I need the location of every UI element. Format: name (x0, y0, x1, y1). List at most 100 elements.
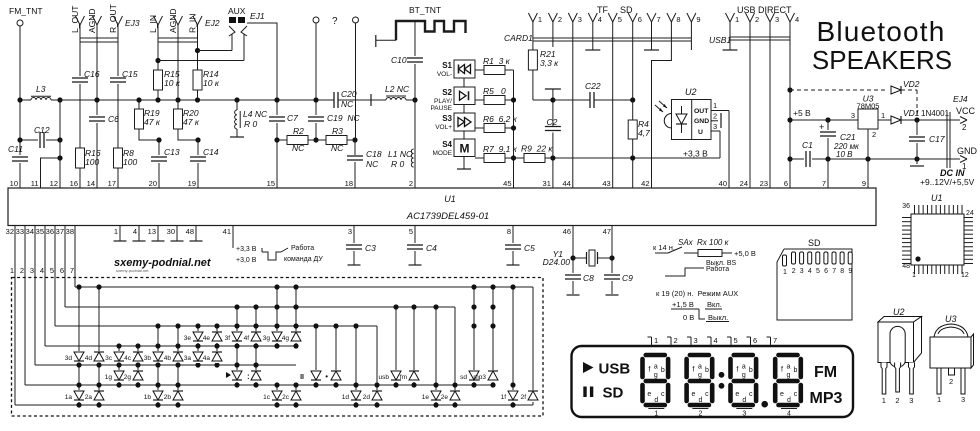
svg-text:3b: 3b (144, 355, 152, 362)
svg-text:2: 2 (698, 411, 702, 418)
svg-text:R7 9,1 к: R7 9,1 к (483, 144, 518, 154)
svg-text:Работа: Работа (706, 265, 729, 273)
svg-text:GND: GND (957, 146, 978, 156)
svg-text:U2: U2 (893, 307, 905, 317)
svg-text:VD2: VD2 (903, 79, 920, 89)
svg-text:a: a (698, 364, 702, 371)
svg-text:usb: usb (379, 374, 390, 381)
svg-text:4b: 4b (164, 355, 172, 362)
svg-text:R2: R2 (293, 126, 304, 136)
svg-text:GND: GND (694, 118, 709, 125)
svg-text:NC: NC (292, 143, 305, 153)
svg-text:9: 9 (848, 268, 852, 275)
svg-text:2: 2 (558, 15, 562, 24)
svg-text:12: 12 (50, 179, 58, 188)
svg-text:2: 2 (755, 15, 759, 24)
svg-text:?: ? (332, 16, 338, 27)
svg-text:PLAY/: PLAY/ (434, 98, 452, 105)
svg-text:S3: S3 (442, 114, 452, 123)
svg-text:3: 3 (578, 15, 582, 24)
svg-text:4g: 4g (282, 335, 290, 342)
svg-text:MP3: MP3 (810, 390, 843, 407)
svg-text:45: 45 (503, 179, 511, 188)
svg-text:f: f (781, 367, 783, 374)
svg-text:C6: C6 (108, 114, 119, 124)
svg-text:C3: C3 (365, 243, 376, 253)
svg-text:R3: R3 (332, 126, 343, 136)
svg-text:L_IN: L_IN (148, 15, 158, 33)
svg-text:3d: 3d (65, 355, 73, 362)
svg-text:EJ3: EJ3 (125, 18, 140, 28)
svg-text:S2: S2 (442, 88, 452, 97)
svg-text:C9: C9 (622, 273, 633, 283)
svg-text:220 мк: 220 мк (833, 142, 860, 151)
svg-text:e: e (647, 391, 651, 398)
svg-text:a: a (654, 364, 658, 371)
svg-text:6: 6 (824, 268, 828, 275)
svg-text:9: 9 (862, 179, 866, 188)
svg-text:c: c (794, 391, 798, 398)
svg-text:2f: 2f (521, 394, 527, 401)
svg-text:C1: C1 (802, 140, 813, 150)
svg-text:U2: U2 (685, 87, 697, 97)
svg-text:3a: 3a (184, 355, 192, 362)
svg-text:EJ4: EJ4 (953, 94, 968, 104)
svg-text:41: 41 (223, 227, 231, 236)
svg-text:2: 2 (674, 336, 678, 345)
svg-text:4c: 4c (124, 355, 132, 362)
svg-text:44: 44 (562, 179, 570, 188)
svg-text:1: 1 (713, 101, 717, 110)
svg-text:U: U (698, 129, 703, 136)
svg-text:2a: 2a (85, 394, 93, 401)
svg-text:4a: 4a (203, 355, 211, 362)
svg-text:3f: 3f (225, 335, 231, 342)
svg-text:R19: R19 (144, 108, 160, 118)
svg-text:Y1: Y1 (553, 249, 564, 259)
svg-text:1d: 1d (342, 394, 350, 401)
svg-text:L_OUT: L_OUT (70, 6, 80, 33)
svg-text:3: 3 (348, 227, 352, 236)
svg-text:C13: C13 (164, 147, 180, 157)
svg-text:C19 NC: C19 NC (327, 113, 360, 123)
svg-text:U1: U1 (444, 194, 456, 204)
svg-text:47 к: 47 к (144, 117, 161, 127)
svg-text:U1: U1 (931, 193, 943, 203)
svg-text:2: 2 (409, 179, 413, 188)
svg-text:OUT: OUT (694, 108, 709, 115)
svg-text:SAx: SAx (678, 238, 694, 247)
svg-text:U3: U3 (945, 314, 957, 324)
svg-text:R4: R4 (638, 119, 649, 129)
svg-text:7: 7 (657, 15, 661, 24)
svg-text:C12: C12 (34, 125, 50, 135)
svg-text:18: 18 (345, 179, 353, 188)
svg-text:II: II (300, 374, 304, 381)
svg-text:R15: R15 (164, 69, 180, 79)
svg-text:d: d (698, 397, 702, 404)
svg-text:L4 NC: L4 NC (243, 109, 268, 119)
svg-text:24: 24 (740, 179, 748, 188)
svg-text:3: 3 (742, 411, 746, 418)
svg-text:FM_TNT: FM_TNT (9, 6, 43, 16)
svg-text:к 14 н.: к 14 н. (653, 243, 675, 252)
svg-text:e: e (691, 391, 695, 398)
svg-text:c: c (661, 391, 665, 398)
svg-text:+3,3 В: +3,3 В (683, 149, 708, 159)
svg-text:R 0: R 0 (391, 159, 405, 169)
svg-text:g: g (787, 372, 791, 379)
svg-text:10 к: 10 к (203, 78, 220, 88)
svg-text:•: • (325, 372, 328, 381)
svg-text:3: 3 (851, 111, 855, 120)
svg-text:36: 36 (46, 227, 54, 236)
svg-text:VD1: VD1 (903, 108, 920, 118)
svg-text:mp3: mp3 (473, 374, 486, 381)
svg-text:+3,3 В: +3,3 В (236, 246, 257, 253)
svg-text:C15: C15 (122, 69, 138, 79)
svg-text:5: 5 (409, 227, 413, 236)
svg-text:3e: 3e (184, 335, 192, 342)
svg-text:L1 NC: L1 NC (388, 149, 413, 159)
svg-text:R_IN: R_IN (188, 14, 198, 33)
svg-text:D24.00: D24.00 (543, 257, 571, 267)
svg-text:1: 1 (114, 227, 118, 236)
svg-text:48: 48 (186, 227, 194, 236)
svg-text:VCC: VCC (956, 106, 976, 116)
